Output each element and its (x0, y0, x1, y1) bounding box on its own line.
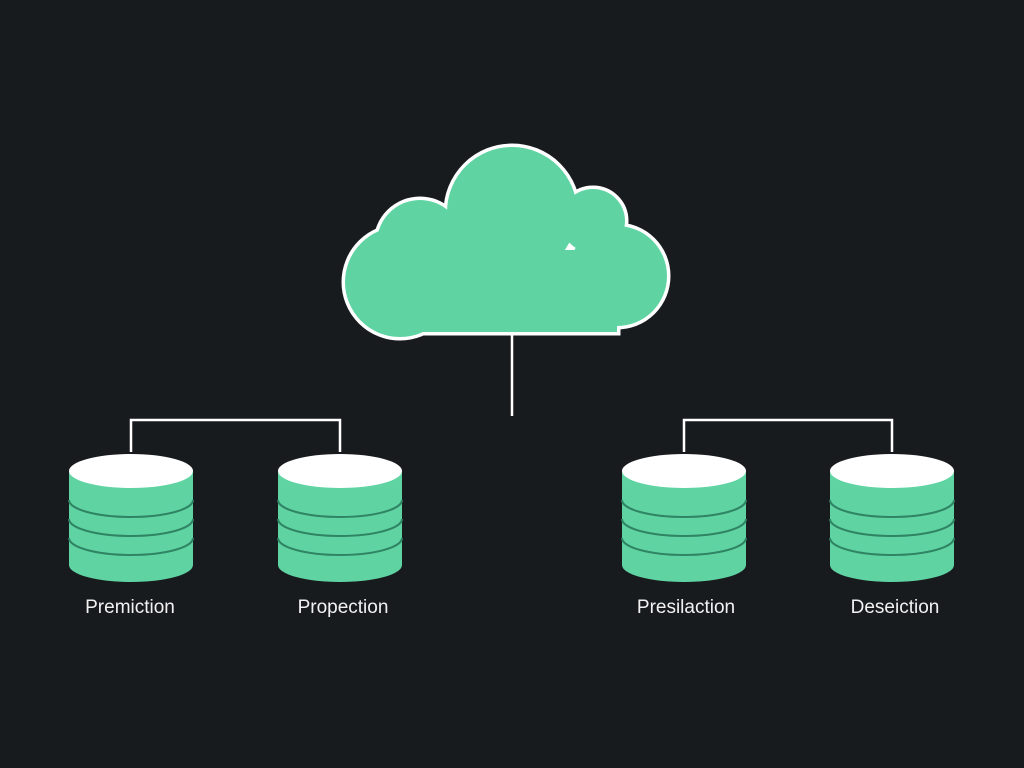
database-body (830, 471, 954, 582)
database-band (621, 518, 747, 537)
database-band (829, 518, 955, 537)
database-icon (68, 454, 194, 582)
database-top (622, 454, 746, 488)
database-label-3: Presilaction (636, 597, 736, 618)
database-band (829, 537, 955, 556)
database-band (277, 537, 403, 556)
database-band (68, 518, 194, 537)
database-label-1: Premiction (85, 597, 175, 618)
database-body (69, 471, 193, 582)
database-icon (277, 454, 403, 582)
database-band (277, 499, 403, 518)
database-top (69, 454, 193, 488)
database-icon (829, 454, 955, 582)
database-band (621, 499, 747, 518)
database-label-4: Deseiction (850, 597, 940, 618)
right-bracket-line (682, 418, 894, 452)
database-top (278, 454, 402, 488)
database-label-2: Propection (297, 597, 389, 618)
database-body (622, 471, 746, 582)
database-icon (621, 454, 747, 582)
left-bracket-line (129, 418, 342, 452)
database-band (277, 518, 403, 537)
database-top (830, 454, 954, 488)
database-band (68, 537, 194, 556)
database-band (68, 499, 194, 518)
database-band (621, 537, 747, 556)
connector-lines (129, 333, 894, 452)
databases-group (68, 454, 955, 582)
database-body (278, 471, 402, 582)
database-band (829, 499, 955, 518)
cloud-icon (341, 143, 671, 341)
